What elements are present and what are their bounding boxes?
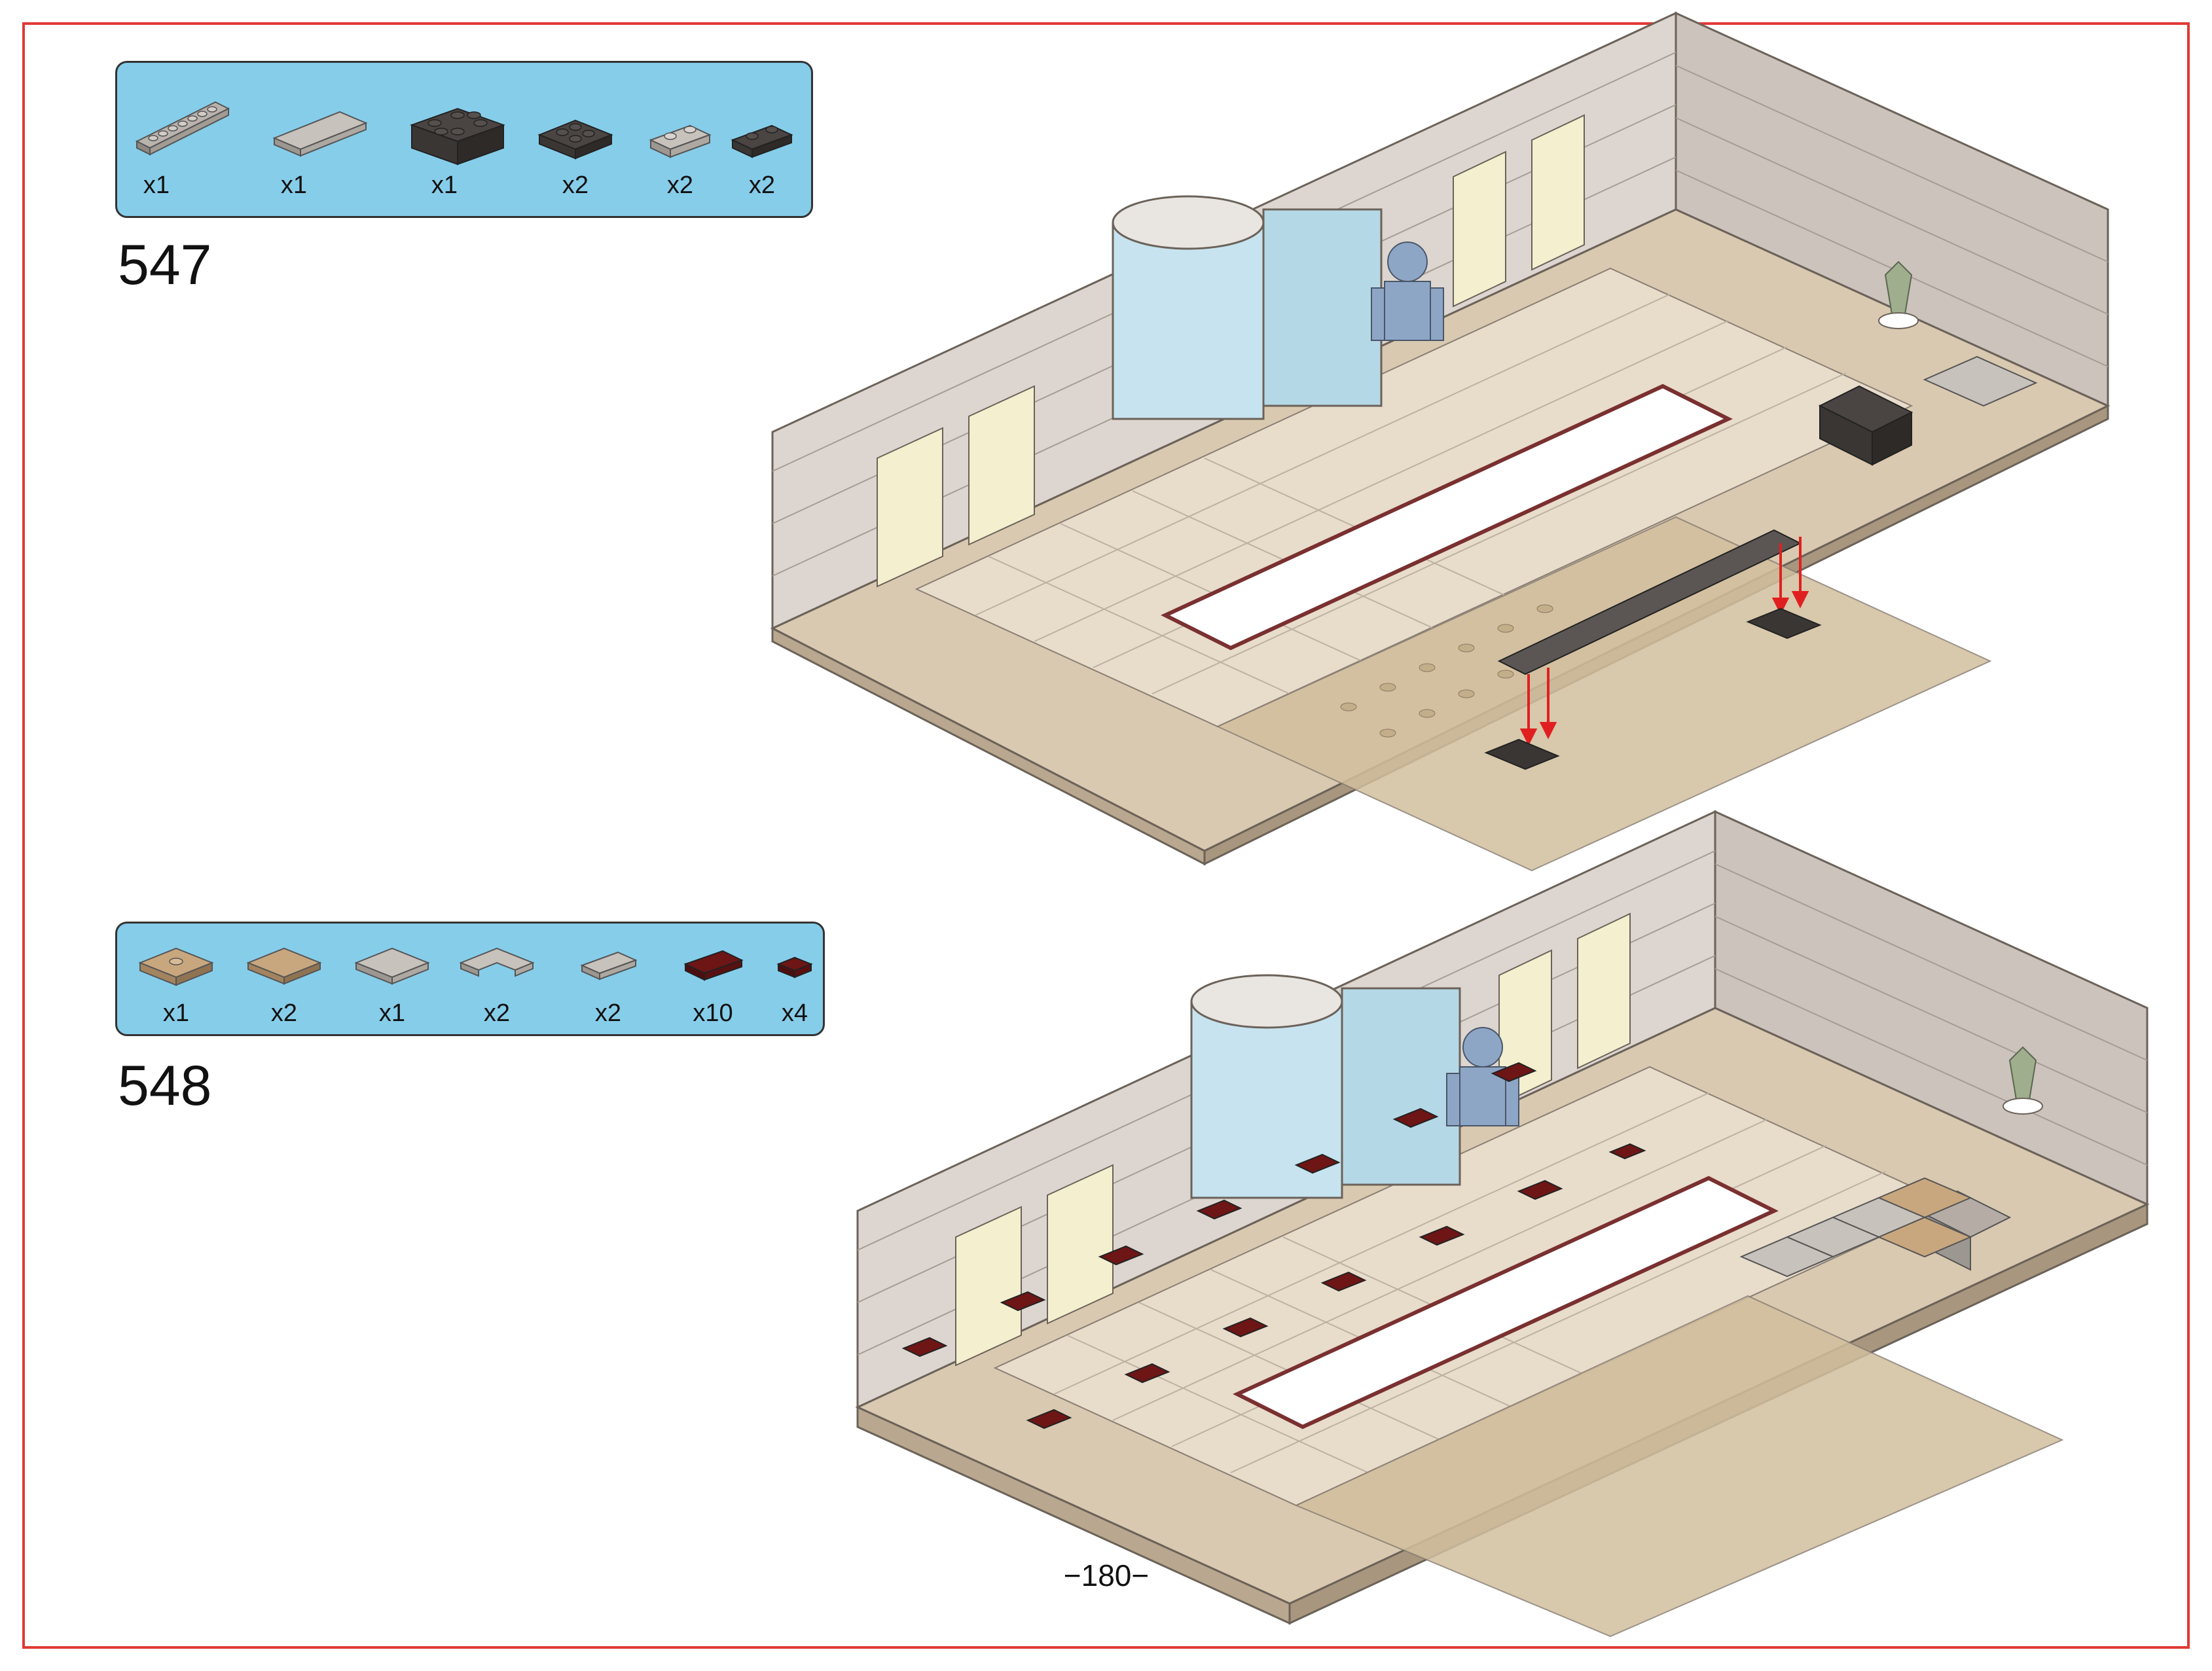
- part-qty: x2: [483, 999, 511, 1027]
- page-number: −180−: [1063, 1558, 1150, 1592]
- tile-2x4-gray-icon: [272, 111, 368, 157]
- step-number-547: 547: [118, 234, 212, 296]
- part-qty: x1: [431, 171, 458, 199]
- model-illustration-548: [855, 810, 2150, 1638]
- brick-2x3-dark-gray-icon: [410, 107, 505, 166]
- tile-1x1-dark-red-icon: [776, 956, 813, 979]
- part-qty: x2: [748, 171, 776, 199]
- part-qty: x4: [781, 999, 808, 1027]
- part-tile-2x2-gray: x1: [340, 910, 444, 1028]
- part-tile-1x8: x1: [130, 82, 235, 200]
- part-qty: x1: [378, 999, 406, 1027]
- plate-2x2-dark-gray-icon: [537, 119, 613, 160]
- tile-1x8-gray-icon: [135, 101, 230, 156]
- part-jumper-tan: x1: [124, 910, 228, 1028]
- plate-1x2-dark-gray-icon: [731, 124, 793, 158]
- part-plate-1x2-dark: x2: [710, 82, 814, 200]
- part-qty: x1: [143, 171, 170, 199]
- parts-list-547: x1 x1 x1: [115, 61, 813, 218]
- part-qty: x2: [666, 171, 694, 199]
- part-brick-2x3: x1: [405, 82, 510, 200]
- part-qty: x2: [594, 999, 622, 1027]
- part-qty: x2: [562, 171, 589, 199]
- tile-1x2-dark-red-icon: [683, 950, 744, 981]
- plate-2x2-jumper-tan-icon: [138, 947, 214, 986]
- tile-corner-gray-icon: [459, 947, 535, 977]
- part-tile-1x1-red: x4: [742, 910, 847, 1028]
- part-plate-1x2-light: x2: [628, 82, 733, 200]
- part-tile-1x2-gray: x2: [556, 910, 661, 1028]
- part-tile-corner: x2: [444, 910, 549, 1028]
- part-qty: x2: [270, 999, 298, 1027]
- tile-1x2-gray-icon: [580, 951, 638, 980]
- parts-list-548: x1 x2 x1 x2 x2: [115, 922, 825, 1036]
- part-tile-2x2-tan: x2: [232, 910, 336, 1028]
- tile-2x2-tan-icon: [246, 947, 322, 985]
- part-plate-2x2: x2: [523, 82, 628, 200]
- part-tile-2x4: x1: [268, 82, 372, 200]
- part-tile-1x2-red: x10: [661, 910, 765, 1028]
- model-illustration-547: [770, 11, 2111, 872]
- plate-1x2-light-gray-icon: [649, 124, 712, 158]
- step-number-548: 548: [118, 1054, 212, 1117]
- tile-2x2-gray-icon: [354, 947, 430, 985]
- part-qty: x1: [162, 999, 190, 1027]
- part-qty: x10: [693, 999, 733, 1027]
- part-qty: x1: [280, 171, 308, 199]
- page-border: [22, 22, 2190, 1649]
